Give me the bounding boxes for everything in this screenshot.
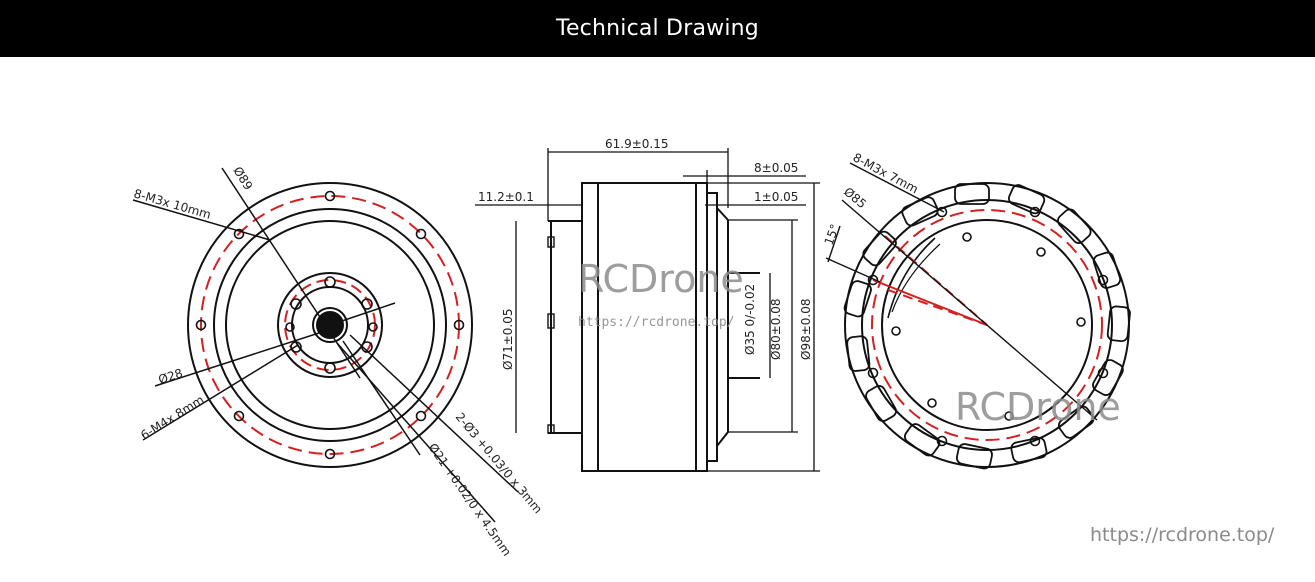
technical-drawing: 8-M3x 10mm Ø89 Ø28 6-M4x 8mm 2-Ø3 +0.03/… <box>0 57 1315 582</box>
label-pcd-outer: Ø89 <box>230 164 255 192</box>
label-shaft-offset: 11.2±0.1 <box>478 190 534 204</box>
side-view-labels: 61.9±0.15 11.2±0.1 8±0.05 1±0.05 Ø71±0.0… <box>478 137 813 370</box>
footer-watermark-url: https://rcdrone.top/ <box>1090 524 1275 546</box>
label-outer-bolt: 8-M3x 10mm <box>132 186 212 221</box>
label-dia-80: Ø80±0.08 <box>769 299 783 361</box>
label-dia-71: Ø71±0.05 <box>501 309 515 371</box>
label-flange-step: 1±0.05 <box>754 190 798 204</box>
label-rear-angle: 15° <box>822 222 842 247</box>
label-rear-pcd: Ø85 <box>841 185 869 212</box>
page-title: Technical Drawing <box>556 16 759 41</box>
label-dia-98: Ø98±0.08 <box>799 299 813 361</box>
watermark-brand-right: RCDrone <box>955 385 1121 429</box>
watermark-brand-center: RCDrone <box>578 257 744 301</box>
label-pcd-inner: Ø28 <box>157 366 185 387</box>
watermark-url-center: https://rcdrone.top/ <box>578 315 735 330</box>
side-view <box>475 148 820 472</box>
label-overall-length: 61.9±0.15 <box>605 137 669 151</box>
front-view <box>132 167 519 523</box>
rear-view-labels: 8-M3x 7mm Ø85 15° <box>822 150 921 247</box>
label-rear-bolt: 8-M3x 7mm <box>851 150 921 196</box>
label-inner-bolt: 6-M4x 8mm <box>138 393 206 443</box>
header-bar: Technical Drawing <box>0 0 1315 57</box>
rear-view <box>825 162 1131 470</box>
label-dia-35: Ø35 0/-0.02 <box>743 284 757 355</box>
label-flange-width: 8±0.05 <box>754 161 798 175</box>
